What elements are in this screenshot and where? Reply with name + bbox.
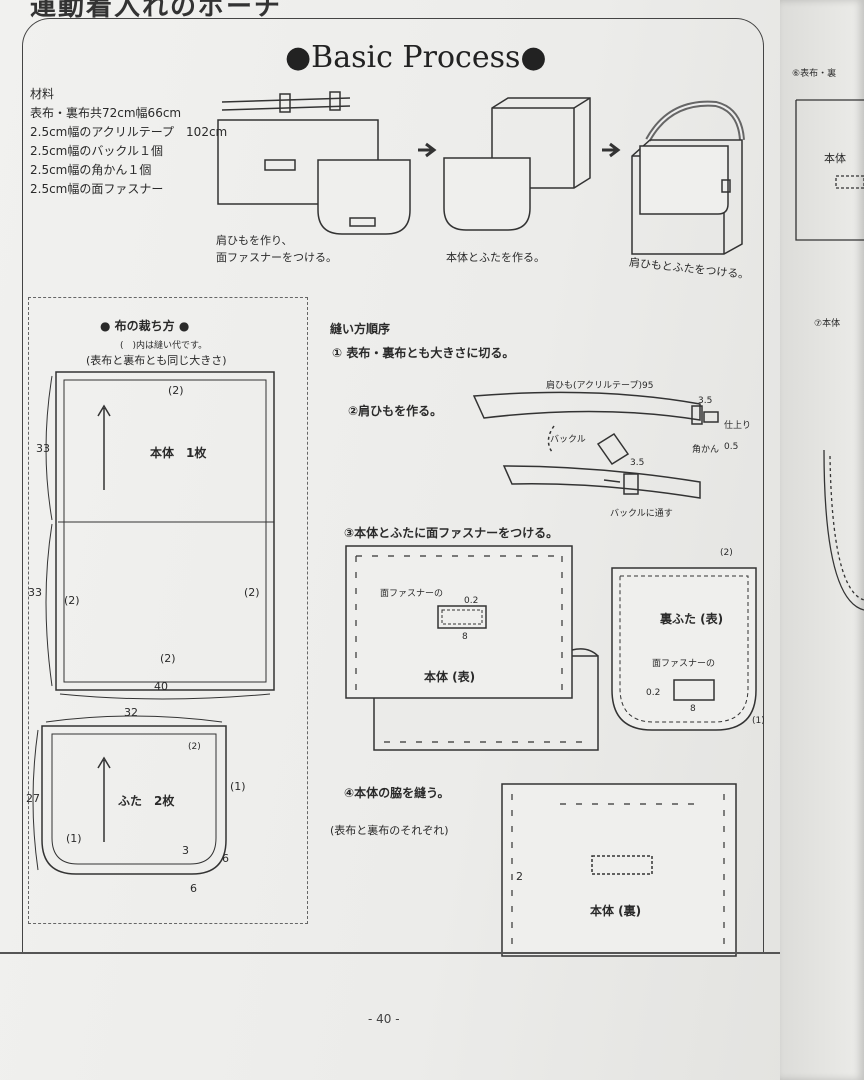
flap-piece-label: ふた 2枚 [118, 794, 175, 808]
dim-8-b: 8 [690, 704, 696, 714]
dim-seam-left: (2) [64, 594, 80, 607]
fastener-diagram [345, 545, 757, 751]
material-item: 表布・裏布共72cm幅66cm [30, 106, 182, 120]
dim-6-bottom: 6 [190, 882, 197, 895]
dim-33-top: 33 [36, 442, 50, 455]
cutting-note: ( )内は縫い代です。 [120, 341, 208, 351]
materials-heading: 材料 [30, 87, 55, 101]
strap-diagram [472, 391, 719, 499]
dim-40: 40 [154, 680, 168, 693]
dim-flap-seam: (2) [720, 548, 733, 558]
dim-0-2-a: 0.2 [464, 596, 479, 606]
facing-diagram [795, 99, 864, 611]
body-piece-label: 本体 1枚 [150, 446, 207, 460]
dim-3-5-mid: 3.5 [630, 458, 645, 468]
footer-rule [0, 952, 790, 954]
dim-side-2: 2 [516, 870, 523, 883]
basic-process-illustration [217, 91, 745, 255]
dim-flap-right: (1) [230, 780, 246, 793]
finished-label: 仕上り [724, 421, 752, 431]
cutting-diagram [32, 371, 275, 875]
materials-list: 材料 表布・裏布共72cm幅66cm 2.5cm幅のアクリルテープ 102cm … [30, 85, 227, 199]
buckle-label: バックル [550, 435, 586, 445]
body-back-label: 本体 (裏) [590, 904, 642, 918]
sewing-step-4: ④本体の脇を縫う。 [344, 786, 450, 800]
kakukan-label: 角かん [692, 445, 720, 455]
body-front-label: 本体 (表) [424, 670, 476, 684]
dim-32: 32 [124, 706, 138, 719]
dim-flap-top: (2) [188, 742, 201, 752]
material-item: 2.5cm幅の面ファスナー [30, 182, 164, 196]
flap-back-label: 裏ふた (表) [660, 612, 724, 626]
dim-flap-edge: (1) [752, 716, 765, 726]
fastener-label-a: 面ファスナーの [380, 589, 444, 599]
dim-27: 27 [26, 792, 40, 805]
cutting-subtitle: (表布と裏布とも同じ大きさ) [86, 354, 227, 367]
sewing-step-1: ① 表布・裏布とも大きさに切る。 [332, 346, 515, 360]
process-step-2: 本体とふたを作る。 [446, 251, 545, 264]
material-item: 2.5cm幅の角かん１個 [30, 163, 152, 177]
dim-seam-top: (2) [168, 384, 184, 397]
dim-flap-left: (1) [66, 832, 82, 845]
dim-3-5-top: 3.5 [698, 396, 713, 406]
cutting-title: ● 布の裁ち方 ● [100, 319, 190, 333]
basic-process-title: ●Basic Process● [285, 40, 547, 75]
material-item: 2.5cm幅のバックル１個 [30, 144, 164, 158]
fastener-label-b: 面ファスナーの [652, 659, 716, 669]
process-step-1b: 面ファスナーをつける。 [216, 251, 337, 264]
facing-body-label: 本体 [824, 152, 846, 165]
dim-8-a: 8 [462, 632, 468, 642]
pass-buckle-label: バックルに通す [610, 509, 673, 519]
cutting-layout-box [28, 297, 308, 924]
strap-label: 肩ひも(アクリルテープ)95 [546, 381, 654, 391]
dim-seam-right: (2) [244, 586, 260, 599]
sewing-step-4-note: (表布と裏布のそれぞれ) [330, 824, 449, 837]
process-step-1a: 肩ひもを作り、 [216, 234, 293, 247]
sewing-step-3: ③本体とふたに面ファスナーをつける。 [344, 526, 559, 540]
page-number: - 40 - [368, 1012, 400, 1026]
dim-seam-bottom: (2) [160, 652, 176, 665]
dim-3: 3 [182, 844, 189, 857]
dim-6-right: 6 [222, 852, 229, 865]
sewing-order-title: 縫い方順序 [330, 322, 391, 336]
sewing-step-2: ②肩ひもを作る。 [348, 404, 443, 418]
kakukan-val: 0.5 [724, 442, 739, 452]
content-frame [22, 18, 764, 954]
side-seam-diagram [501, 783, 737, 957]
material-item: 2.5cm幅のアクリルテープ 102cm [30, 125, 228, 139]
dim-0-2-b: 0.2 [646, 688, 661, 698]
facing-page: ⑥表布・裏 本体 ⑦本体 [780, 0, 864, 1080]
facing-step-7: ⑦本体 [814, 319, 841, 329]
page-header-title: 運動着入れのポーチ [30, 0, 283, 22]
document-page: 運動着入れのポーチ ●Basic Process● 材料 表布・裏布共72cm幅… [0, 0, 790, 1080]
dim-33-bottom: 33 [28, 586, 42, 599]
facing-step-6: ⑥表布・裏 [792, 69, 837, 79]
